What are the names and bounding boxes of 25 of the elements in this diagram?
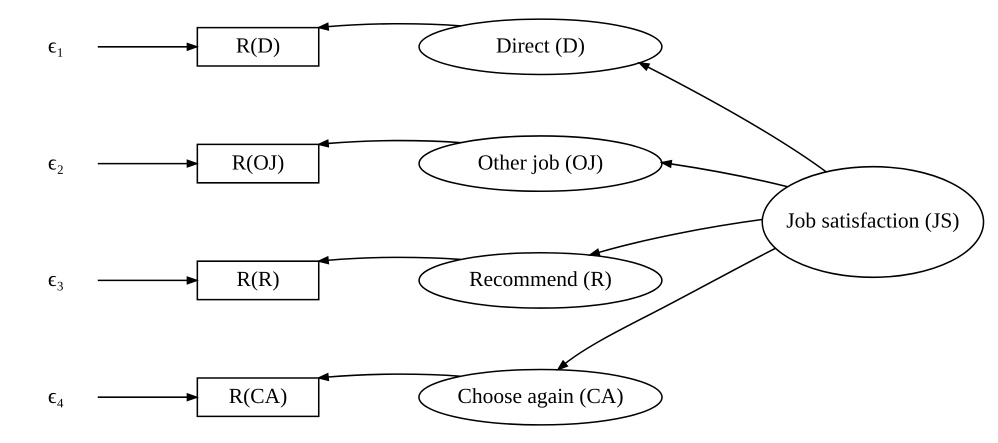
node-text: ϵ₂ [48, 150, 64, 174]
arrow [98, 42, 199, 51]
arrow [98, 276, 199, 284]
arrow [98, 158, 199, 168]
node-box: R(CA) [196, 376, 320, 417]
arrow [316, 22, 461, 30]
node-box: R(D) [196, 26, 320, 66]
node-ellipse: Recommend (R) [418, 251, 663, 308]
arrow [556, 247, 776, 371]
arrow [316, 372, 461, 381]
node-box: R(R) [196, 260, 320, 300]
arrow [316, 138, 461, 148]
arrow [637, 61, 827, 172]
node-ellipse: Choose again (CA) [418, 368, 663, 426]
node-ellipse: Direct (D) [418, 18, 663, 75]
arrow [316, 255, 461, 264]
arrow [588, 218, 762, 256]
node-text: ϵ₃ [48, 266, 64, 291]
node-ellipse: Job satisfaction (JS) [761, 165, 984, 278]
arrow [98, 392, 199, 401]
node-box: R(OJ) [196, 143, 320, 184]
node-text: ϵ₄ [48, 383, 64, 408]
node-text: ϵ₁ [48, 32, 64, 57]
node-ellipse: Other job (OJ) [418, 134, 663, 192]
arrow [660, 159, 788, 187]
